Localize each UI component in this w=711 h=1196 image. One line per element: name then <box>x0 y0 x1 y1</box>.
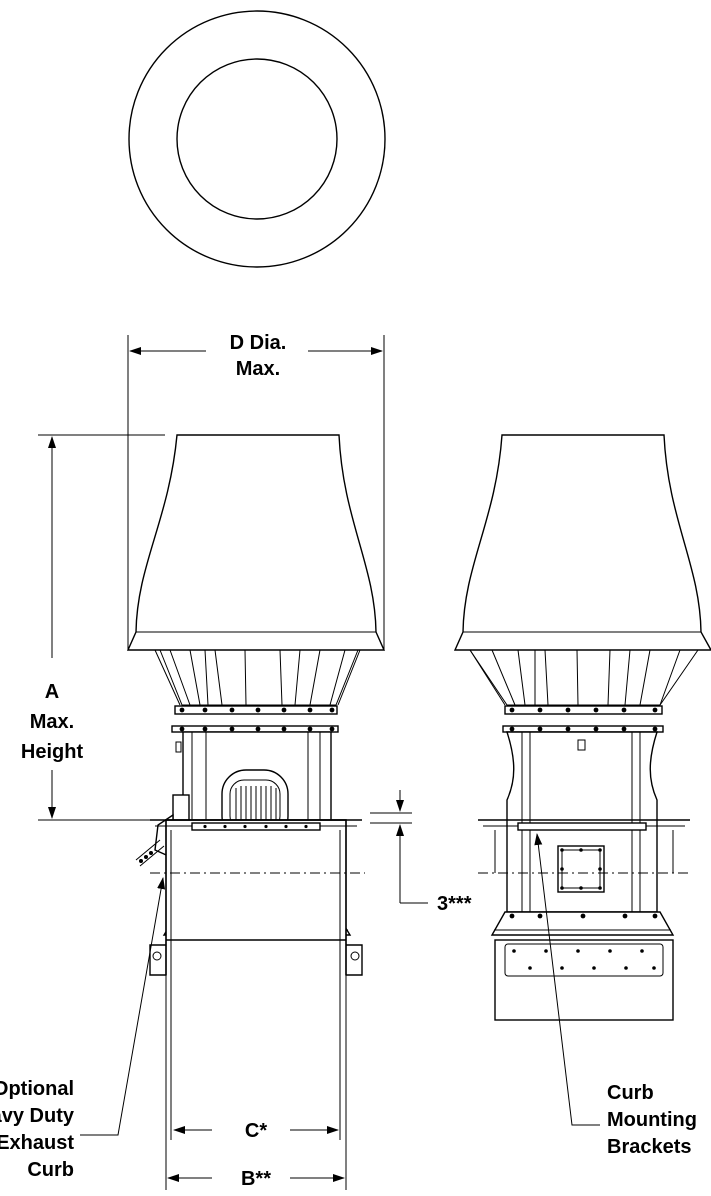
side-view-right <box>453 434 711 1021</box>
top-view-inner-circle <box>176 58 338 220</box>
base-section-side <box>494 939 674 1021</box>
three-label: 3*** <box>437 893 472 915</box>
d-dimension: D Dia. Max. <box>127 332 385 650</box>
windband-hood <box>126 434 386 651</box>
brackets-callout-label: Brackets <box>607 1136 692 1158</box>
mounting-callout-label: Mounting <box>607 1109 697 1131</box>
curb-callout-label: Curb <box>607 1082 654 1104</box>
curb-bracket-callout: Curb Mounting Brackets <box>534 833 697 1158</box>
optional-label: Optional <box>0 1078 74 1100</box>
front-view-left <box>126 434 386 1050</box>
a-max-label: Max. <box>30 711 74 733</box>
curb-mounting-bracket-right <box>517 822 647 831</box>
c-dimension: C* <box>173 1120 339 1142</box>
a-dimension: A Max. Height <box>21 434 165 821</box>
curb-label: Curb <box>27 1159 74 1181</box>
exhaust-label: Exhaust <box>0 1132 74 1154</box>
a-height-label: Height <box>21 741 84 763</box>
d-dia-label: D Dia. <box>230 332 287 354</box>
top-view-outer-circle <box>128 10 386 268</box>
heavy-duty-label: Heavy Duty <box>0 1105 75 1127</box>
three-dimension: 3*** <box>370 790 472 915</box>
b-dimension: B** <box>165 1050 347 1190</box>
windband-hood-side <box>453 434 711 651</box>
d-max-label: Max. <box>236 358 280 380</box>
top-view <box>128 10 386 268</box>
access-panel <box>557 845 605 893</box>
a-letter-label: A <box>45 681 59 703</box>
b-label: B** <box>241 1168 271 1190</box>
base-section <box>149 819 363 976</box>
c-label: C* <box>245 1120 267 1142</box>
curb-mounting-bracket-left <box>191 822 321 831</box>
optional-curb-callout: Optional Heavy Duty Exhaust Curb <box>0 877 166 1181</box>
